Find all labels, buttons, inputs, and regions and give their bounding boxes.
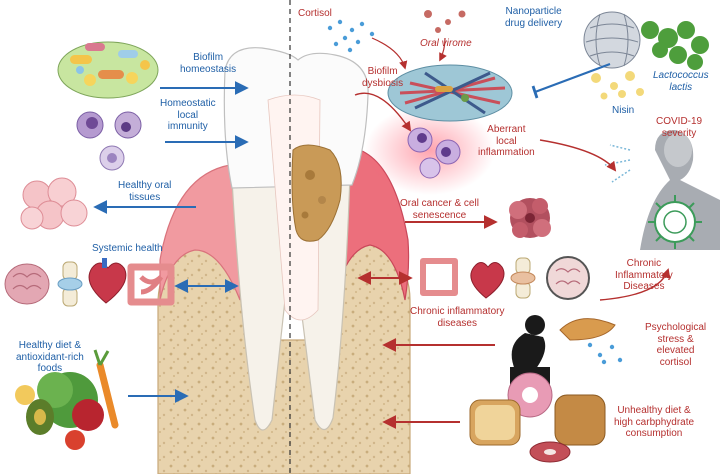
- label-systemic-health: Systemic health: [92, 243, 163, 254]
- lactococcus-bacteria-icon: [641, 21, 709, 70]
- dysbiotic-biofilm-icon: [387, 64, 513, 122]
- knee-joint-icon: [57, 261, 83, 307]
- cortisol-molecules-icon: [587, 342, 623, 365]
- brain-icon: [4, 263, 50, 305]
- virus-icon: [424, 10, 466, 33]
- bread-icon: [469, 399, 521, 446]
- cortisol-molecules-icon: [327, 19, 375, 53]
- brain-icon: [546, 256, 590, 300]
- croissant-icon: [559, 318, 616, 341]
- nanoparticle-sphere-icon: [583, 11, 641, 69]
- virus-icon: [648, 195, 702, 249]
- intestine-icon: [420, 258, 458, 296]
- label-nisin: Nisin: [612, 105, 635, 116]
- heart-icon: [88, 258, 127, 304]
- inflamed-immune-cells-icon: [407, 127, 461, 179]
- heart-icon: [470, 262, 505, 299]
- meat-icon: [529, 441, 571, 463]
- knee-joint-icon: [510, 257, 536, 299]
- intestine-icon: [127, 263, 175, 306]
- label-oral-virome: Oral virome: [420, 38, 472, 49]
- vegetables-icon: [15, 349, 119, 450]
- nisin-particles-icon: [591, 71, 644, 100]
- biofilm-bacteria-icon: [57, 41, 159, 99]
- epithelial-tissue-icon: [20, 177, 88, 230]
- label-cortisol: Cortisol: [298, 8, 332, 19]
- immune-cells-icon: [76, 111, 142, 171]
- bread-icon: [554, 394, 606, 446]
- cancer-cell-icon: [509, 198, 551, 238]
